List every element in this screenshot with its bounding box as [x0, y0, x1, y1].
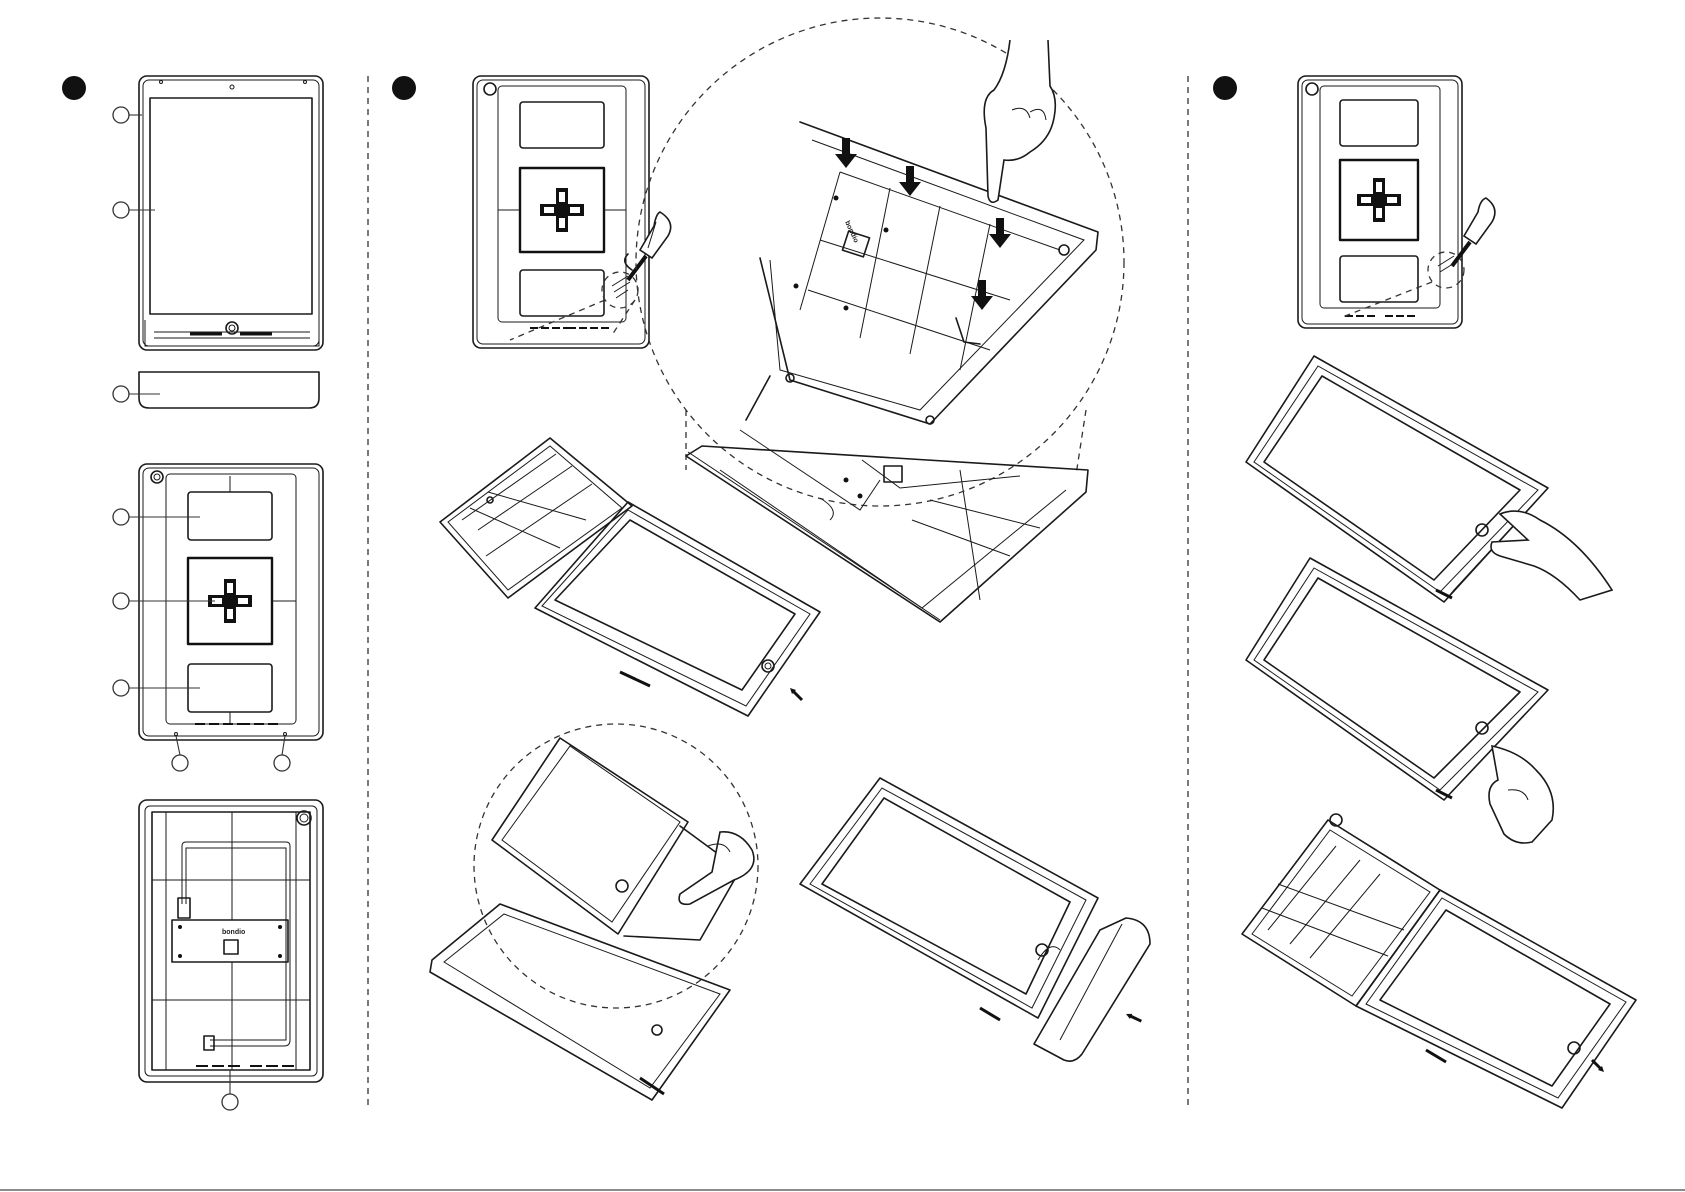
press-arrow-2 [899, 166, 921, 196]
callout-left-screw [172, 755, 188, 771]
callout-right-screw [274, 755, 290, 771]
part-back-plate [139, 464, 323, 740]
callout-cap [113, 386, 129, 402]
screwdriver-icon [625, 212, 671, 280]
step2-tablet-insert [440, 438, 820, 716]
callout-connector [222, 1094, 238, 1110]
callout-bezel [113, 107, 129, 123]
slide-arrow-2 [1126, 1010, 1141, 1025]
step-marker-3 [1213, 76, 1237, 100]
press-arrow-4 [971, 280, 993, 310]
step3-back-plate [1298, 76, 1464, 328]
callout-upper-pad [113, 509, 129, 525]
step2-cap-attach [800, 778, 1150, 1061]
detail-frame-closeup: bondio [760, 122, 1098, 424]
mount-plate-brand: bondio [222, 929, 245, 936]
step3-release-1 [1246, 356, 1612, 602]
step2-tablet-lower [430, 904, 730, 1100]
press-arrow-3 [989, 218, 1011, 248]
slide-arrow-1 [790, 688, 802, 700]
step2-base-plate [686, 376, 1088, 622]
part-bottom-cap [139, 372, 319, 408]
step3-tablet-remove [1242, 814, 1636, 1108]
callout-screen [113, 202, 129, 218]
callout-lower-pad [113, 680, 129, 696]
step-marker-2 [392, 76, 416, 100]
step2-back-plate [473, 76, 649, 348]
pointing-hand [984, 40, 1055, 202]
step-marker-1 [62, 76, 86, 100]
slide-arrow-3 [1592, 1060, 1604, 1072]
step2-closeup-grip [492, 738, 754, 940]
part-tablet-front [139, 76, 323, 350]
part-inner-frame: bondio [139, 800, 323, 1082]
callout-mount-plate [113, 593, 129, 609]
step3-release-2 [1246, 558, 1553, 843]
